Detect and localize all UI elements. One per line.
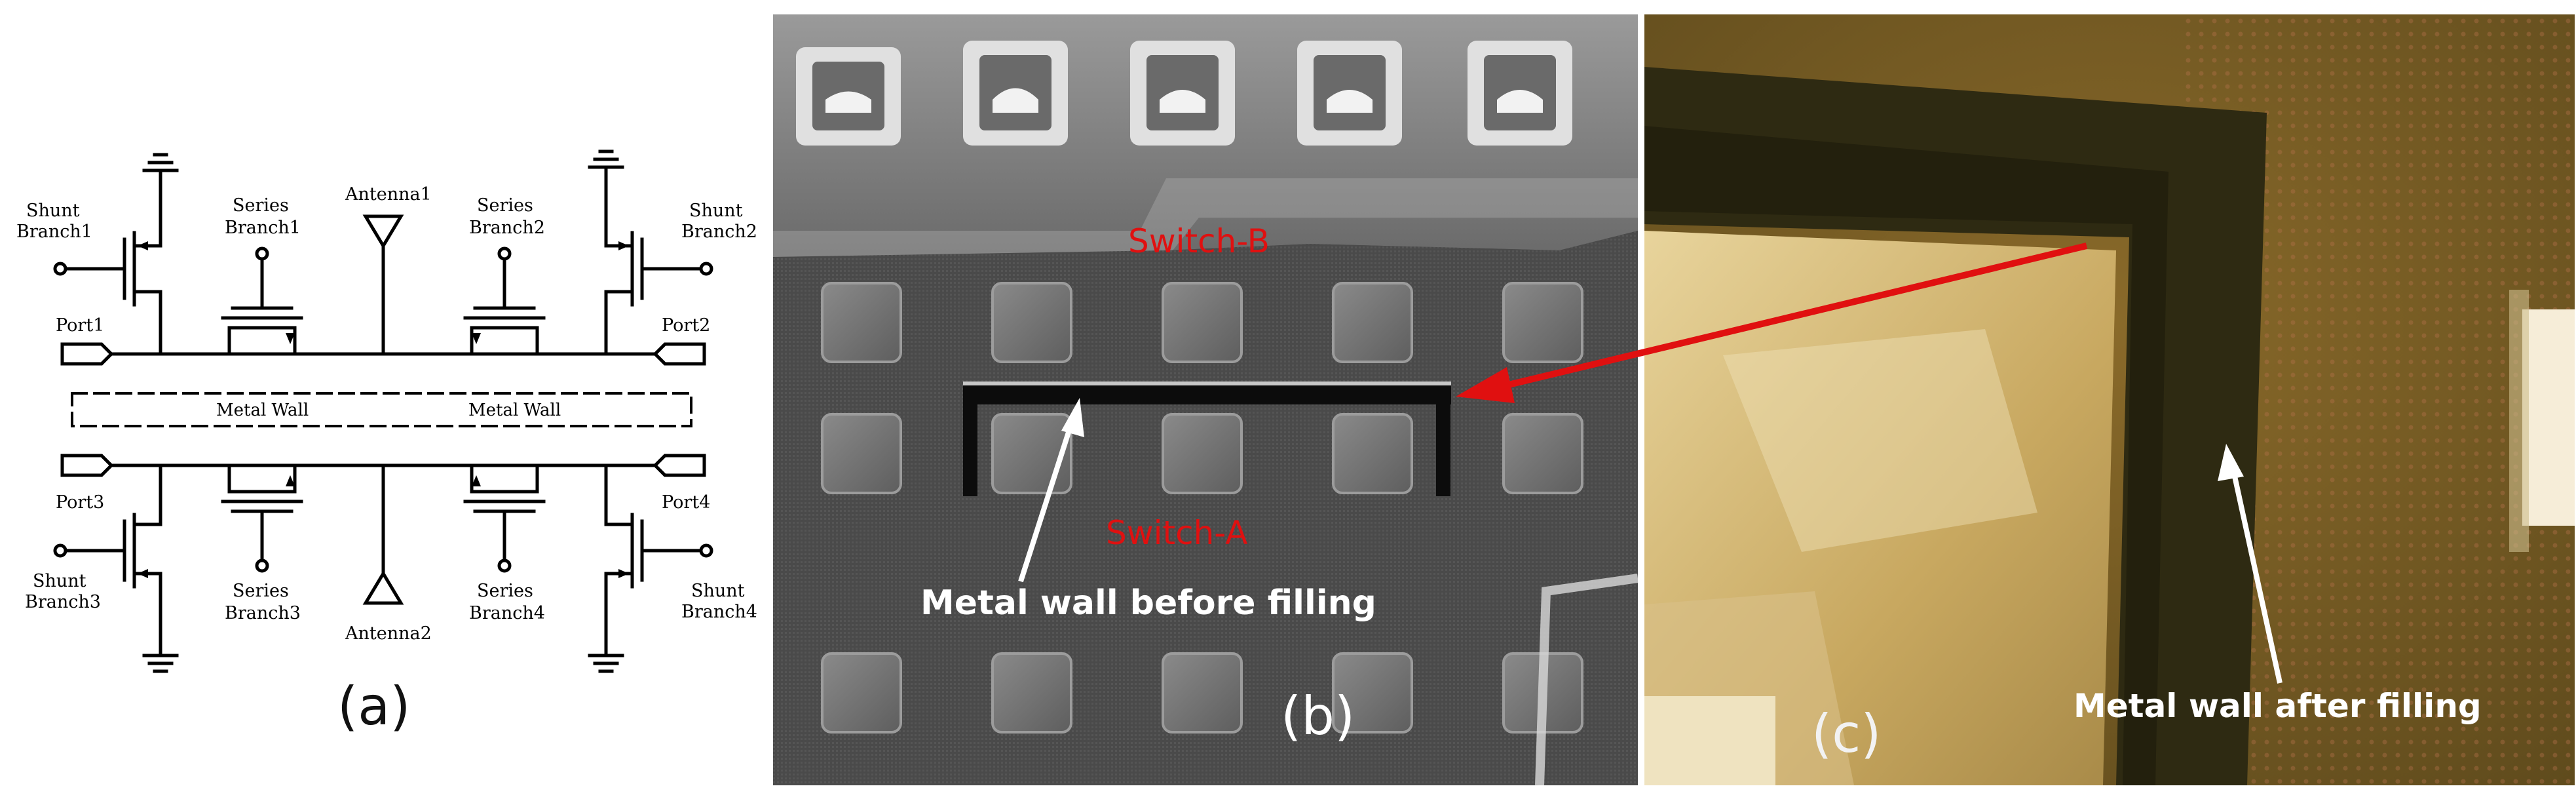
port2-label: Port2 [662, 315, 710, 336]
switch-b-label: Switch-B [1128, 222, 1270, 260]
shunt-branch2-label-l2: Branch2 [681, 222, 757, 242]
series-branch3-label-l1: Series [233, 581, 289, 601]
caption-c: (c) [1811, 703, 1881, 764]
wall-after-arrow [2231, 473, 2282, 684]
caption-a: (a) [337, 676, 410, 737]
series-branch4-label-l1: Series [477, 581, 533, 601]
metal-wall-label-right: Metal Wall [468, 401, 561, 420]
shunt-branch4-label-l1: Shunt [691, 581, 745, 601]
caption-b: (b) [1281, 686, 1355, 747]
series-branch2-label-l1: Series [477, 195, 533, 216]
switch-a-label: Switch-A [1106, 514, 1247, 552]
series-branch1-label-l1: Series [233, 195, 289, 216]
shunt-branch2-label-l1: Shunt [689, 201, 743, 221]
metal-wall-before-label: Metal wall before filling [920, 583, 1376, 623]
shunt-branch3-label-l1: Shunt [33, 571, 86, 591]
shunt-branch3-label-l2: Branch3 [25, 592, 101, 612]
panel-c-optical-image: Metal wall after filling (c) [1644, 14, 2575, 785]
antenna1-label: Antenna1 [345, 184, 432, 205]
series-branch1-label-l2: Branch1 [225, 218, 301, 238]
wall-before-arrow [1018, 423, 1074, 583]
series-branch3-label-l2: Branch3 [225, 603, 301, 623]
antenna2-label: Antenna2 [345, 623, 432, 644]
shunt-branch1-label-l2: Branch1 [16, 222, 92, 242]
metal-wall-after-label: Metal wall after filling [2074, 687, 2482, 725]
metal-wall-label-left: Metal Wall [216, 401, 309, 420]
shunt-branch1-label-l1: Shunt [26, 201, 80, 221]
shunt-branch4-label-l2: Branch4 [681, 602, 757, 622]
optical-micrograph: Metal wall after filling (c) [1644, 14, 2575, 785]
panel-a-schematic: Shunt Branch1 Shunt Branch2 Shunt Branch… [0, 0, 760, 800]
port3-label: Port3 [56, 492, 104, 513]
port1-label: Port1 [56, 315, 104, 336]
sem-micrograph: Switch-B Switch-A Metal wall before fill… [773, 14, 1638, 785]
switch-schematic: Shunt Branch1 Shunt Branch2 Shunt Branch… [16, 149, 757, 737]
series-branch4-label-l2: Branch4 [469, 603, 545, 623]
panel-b-sem-image: Switch-B Switch-A Metal wall before fill… [773, 14, 1638, 785]
port4-label: Port4 [662, 492, 710, 513]
series-branch2-label-l2: Branch2 [469, 218, 545, 238]
